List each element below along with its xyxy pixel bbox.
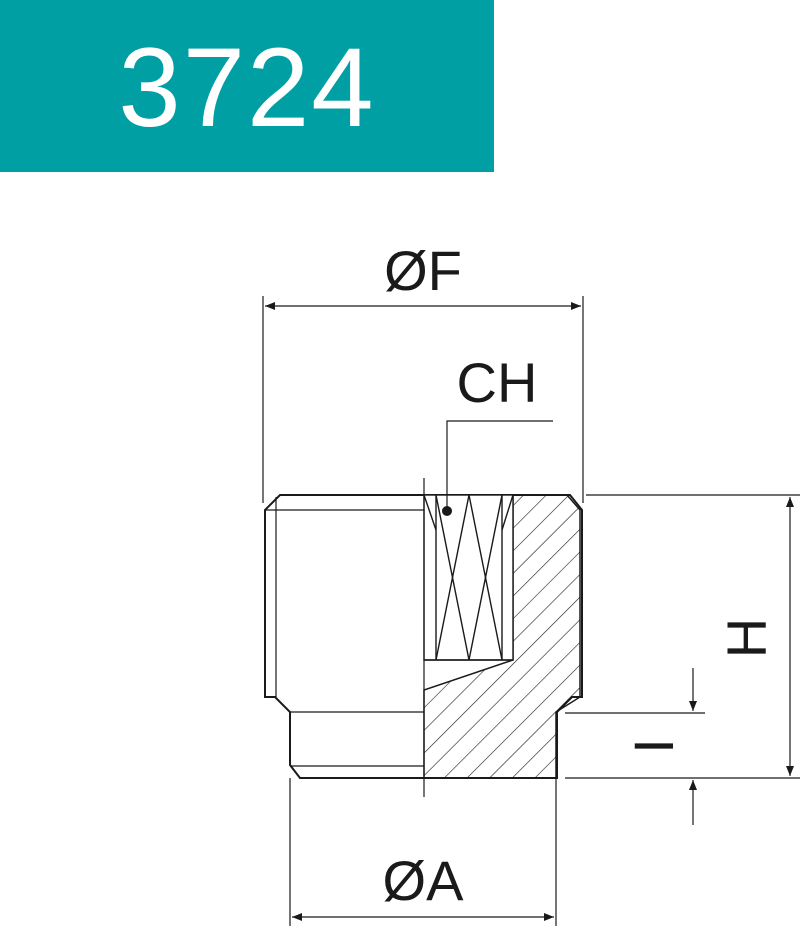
label-i: I bbox=[622, 738, 685, 754]
section-hatch-wall bbox=[423, 494, 581, 779]
label-h: H bbox=[715, 618, 778, 658]
product-code-banner: 3724 bbox=[0, 0, 494, 172]
ch-leader-dot bbox=[442, 506, 452, 516]
leader-ch bbox=[446, 420, 553, 510]
dimension-h bbox=[565, 494, 800, 779]
label-dia-a: ØA bbox=[383, 849, 465, 912]
product-code: 3724 bbox=[118, 25, 376, 150]
label-ch: CH bbox=[457, 351, 538, 414]
dimension-dia-a bbox=[289, 778, 557, 926]
dimension-dia-f bbox=[262, 296, 584, 503]
label-dia-f: ØF bbox=[384, 239, 462, 302]
dimension-i bbox=[565, 668, 705, 825]
internal-thread-symbol bbox=[423, 494, 514, 661]
